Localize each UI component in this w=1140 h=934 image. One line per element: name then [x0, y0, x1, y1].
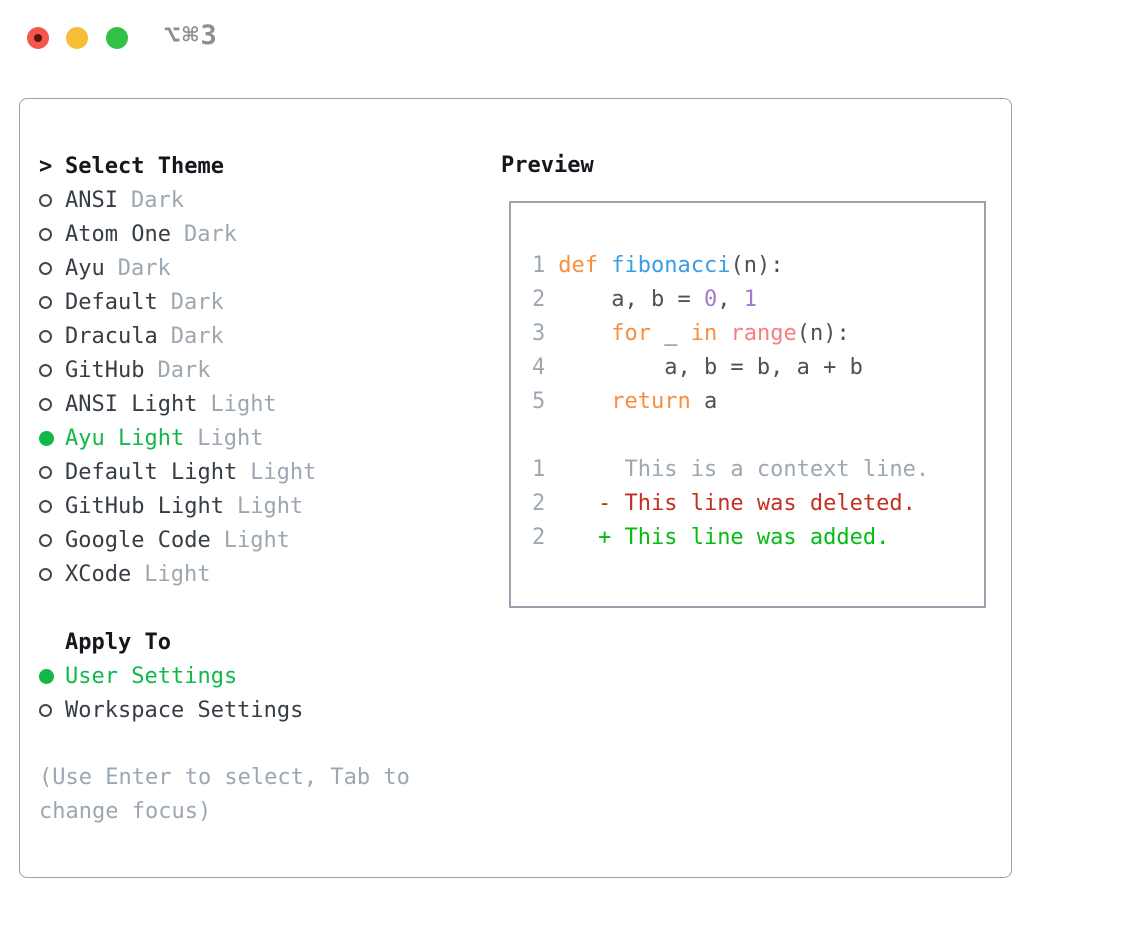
radio-icon: [39, 363, 65, 377]
radio-icon: [39, 397, 65, 411]
preview-title: Preview: [501, 153, 594, 178]
cursor-marker: >: [39, 153, 53, 179]
radio-icon: [39, 261, 65, 275]
theme-name: Google Code: [65, 527, 211, 553]
theme-column: > Select Theme ANSI Dark Atom One Dark A…: [39, 149, 410, 829]
diff-line-add: 2 + This line was added.: [532, 525, 890, 550]
select-theme-header: > Select Theme: [39, 149, 410, 183]
theme-option[interactable]: GitHub Dark: [39, 353, 410, 387]
apply-to-list: User Settings Workspace Settings: [39, 659, 410, 727]
theme-variant: Light: [144, 561, 211, 587]
theme-name: GitHub: [65, 357, 145, 383]
minimize-button[interactable]: [66, 27, 88, 49]
apply-to-header: Apply To: [39, 625, 410, 659]
radio-icon: [39, 499, 65, 513]
radio-icon: [39, 193, 65, 207]
spacer: [39, 727, 410, 761]
radio-selected-icon: [39, 430, 65, 446]
theme-list: ANSI Dark Atom One Dark Ayu Dark Default…: [39, 183, 410, 591]
theme-name: Workspace Settings: [65, 697, 304, 723]
line-number: 1: [532, 253, 546, 278]
theme-variant: Dark: [117, 255, 171, 281]
apply-to-option[interactable]: User Settings: [39, 659, 410, 693]
theme-option[interactable]: Ayu Dark: [39, 251, 410, 285]
theme-name: Default: [65, 289, 158, 315]
theme-option[interactable]: XCode Light: [39, 557, 410, 591]
theme-option[interactable]: Atom One Dark: [39, 217, 410, 251]
line-number: 2: [532, 287, 546, 312]
theme-option[interactable]: ANSI Light Light: [39, 387, 410, 421]
theme-option[interactable]: Google Code Light: [39, 523, 410, 557]
radio-icon: [39, 567, 65, 581]
code-line: 2 a, b = 0, 1: [532, 287, 757, 312]
line-number: 2: [532, 525, 546, 550]
diff-line-ctx: 1 This is a context line.: [532, 457, 930, 482]
close-button[interactable]: [27, 27, 49, 49]
theme-variant: Light: [210, 391, 277, 417]
radio-icon: [39, 533, 65, 547]
hint-line-1: (Use Enter to select, Tab to: [39, 765, 410, 790]
line-number: 2: [532, 491, 546, 516]
theme-name: User Settings: [65, 663, 238, 689]
line-number: 1: [532, 457, 546, 482]
radio-icon: [39, 703, 65, 717]
theme-selector-panel: > Select Theme ANSI Dark Atom One Dark A…: [19, 98, 1012, 878]
radio-icon: [39, 227, 65, 241]
theme-variant: Light: [236, 493, 304, 519]
theme-name: Ayu Light: [65, 425, 185, 451]
apply-to-option[interactable]: Workspace Settings: [39, 693, 410, 727]
spacer: [39, 591, 410, 625]
theme-variant: Dark: [170, 323, 224, 349]
theme-variant: Dark: [183, 221, 237, 247]
line-number: 3: [532, 321, 546, 346]
select-theme-title: Select Theme: [65, 153, 224, 179]
theme-variant: Dark: [130, 187, 184, 213]
code-line: 4 a, b = b, a + b: [532, 355, 863, 380]
code-line: 3 for _ in range(n):: [532, 321, 850, 346]
apply-to-title: Apply To: [65, 629, 171, 655]
theme-name: GitHub Light: [65, 493, 224, 519]
diff-line-del: 2 - This line was deleted.: [532, 491, 916, 516]
theme-variant: Light: [197, 425, 264, 451]
theme-name: Default Light: [65, 459, 238, 485]
window-titlebar: ⌥⌘3: [0, 0, 1140, 76]
blank-line: [532, 419, 984, 453]
code-line: 5 return a: [532, 389, 718, 414]
theme-variant: Light: [250, 459, 317, 485]
theme-option[interactable]: Dracula Dark: [39, 319, 410, 353]
theme-variant: Dark: [157, 357, 211, 383]
radio-icon: [39, 465, 65, 479]
theme-name: XCode: [65, 561, 132, 587]
theme-variant: Light: [223, 527, 290, 553]
window-shortcut-label: ⌥⌘3: [164, 20, 219, 51]
theme-option[interactable]: ANSI Dark: [39, 183, 410, 217]
radio-icon: [39, 329, 65, 343]
theme-option[interactable]: Ayu Light Light: [39, 421, 410, 455]
radio-icon: [39, 295, 65, 309]
theme-name: ANSI: [65, 187, 118, 213]
theme-variant: Dark: [170, 289, 224, 315]
radio-selected-icon: [39, 668, 65, 684]
theme-name: Atom One: [65, 221, 171, 247]
line-number: 5: [532, 389, 546, 414]
theme-name: Dracula: [65, 323, 158, 349]
theme-name: ANSI Light: [65, 391, 198, 417]
theme-option[interactable]: Default Dark: [39, 285, 410, 319]
preview-diff: 1 This is a context line. 2 - This line w…: [532, 453, 984, 555]
line-number: 4: [532, 355, 546, 380]
hint-line-2: change focus): [39, 799, 212, 824]
theme-option[interactable]: Default Light Light: [39, 455, 410, 489]
theme-name: Ayu: [65, 255, 105, 281]
theme-option[interactable]: GitHub Light Light: [39, 489, 410, 523]
zoom-button[interactable]: [106, 27, 128, 49]
